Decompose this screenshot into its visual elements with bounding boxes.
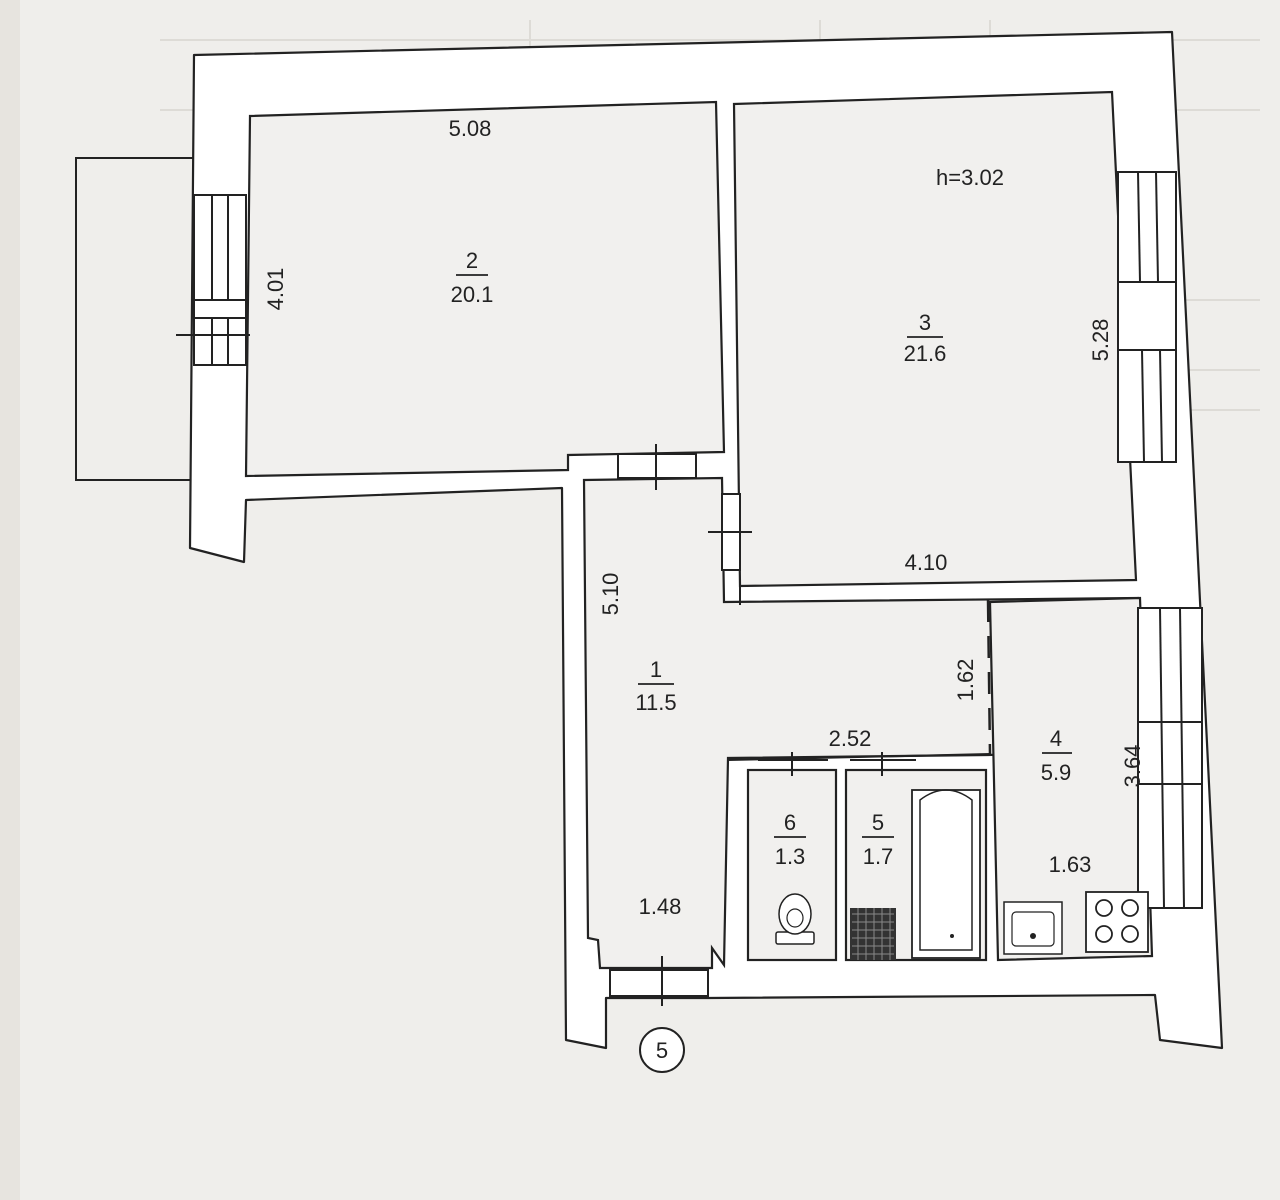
dim-room3-width: 4.10 bbox=[905, 550, 948, 575]
entrance-marker-label: 5 bbox=[656, 1038, 668, 1063]
room-6-label: 6 1.3 bbox=[774, 810, 806, 869]
entrance-marker: 5 bbox=[639, 1027, 685, 1073]
kitchen-open-partition bbox=[986, 599, 992, 756]
room-4-area: 5.9 bbox=[1041, 760, 1072, 785]
room-2-label: 2 20.1 bbox=[451, 248, 494, 307]
ceiling-height: h=3.02 bbox=[936, 165, 1004, 190]
dim-room3-depth: 5.28 bbox=[1088, 319, 1113, 362]
stove-icon bbox=[1085, 891, 1149, 953]
toilet-icon bbox=[775, 893, 815, 945]
room-1-number: 1 bbox=[650, 657, 662, 682]
room-2-number: 2 bbox=[466, 248, 478, 273]
room-3-label: 3 21.6 bbox=[904, 310, 947, 366]
entrance-door bbox=[609, 956, 709, 1006]
room-6-number: 6 bbox=[784, 810, 796, 835]
door-hall-room2 bbox=[617, 444, 697, 490]
window-kitchen bbox=[1137, 607, 1203, 909]
shower-tray-icon bbox=[850, 908, 896, 960]
sink-icon bbox=[1003, 901, 1063, 955]
room-4 bbox=[988, 596, 1154, 962]
room-3 bbox=[732, 90, 1138, 588]
room-3-area: 21.6 bbox=[904, 341, 947, 366]
room-3-number: 3 bbox=[919, 310, 931, 335]
room-5-area: 1.7 bbox=[863, 844, 894, 869]
room-5-number: 5 bbox=[872, 810, 884, 835]
room-5-label: 5 1.7 bbox=[862, 810, 894, 869]
door-bath bbox=[850, 752, 916, 776]
room-1-area: 11.5 bbox=[635, 690, 676, 715]
room-4-number: 4 bbox=[1050, 726, 1062, 751]
room-2 bbox=[244, 100, 726, 478]
room-6-area: 1.3 bbox=[775, 844, 806, 869]
dim-room2-depth: 4.01 bbox=[263, 268, 288, 311]
dim-room2-width: 5.08 bbox=[449, 116, 492, 141]
window-room3 bbox=[1117, 171, 1177, 463]
door-wc bbox=[758, 752, 828, 776]
window-room2 bbox=[176, 194, 250, 366]
dim-kitchen-width: 1.63 bbox=[1049, 852, 1092, 877]
dim-kitchen-depth: 3.64 bbox=[1120, 745, 1145, 788]
room-4-label: 4 5.9 bbox=[1041, 726, 1072, 785]
dim-kitchen-partition: 1.62 bbox=[953, 659, 978, 702]
dim-bath-block-width: 2.52 bbox=[829, 726, 872, 751]
room-1 bbox=[582, 476, 1140, 970]
bathtub-icon bbox=[911, 789, 981, 959]
dim-hall-width: 1.48 bbox=[639, 894, 682, 919]
room-1-label: 1 11.5 bbox=[635, 657, 676, 715]
dim-hall-length: 5.10 bbox=[598, 573, 623, 616]
room-2-area: 20.1 bbox=[451, 282, 494, 307]
door-hall-room3 bbox=[708, 493, 752, 571]
